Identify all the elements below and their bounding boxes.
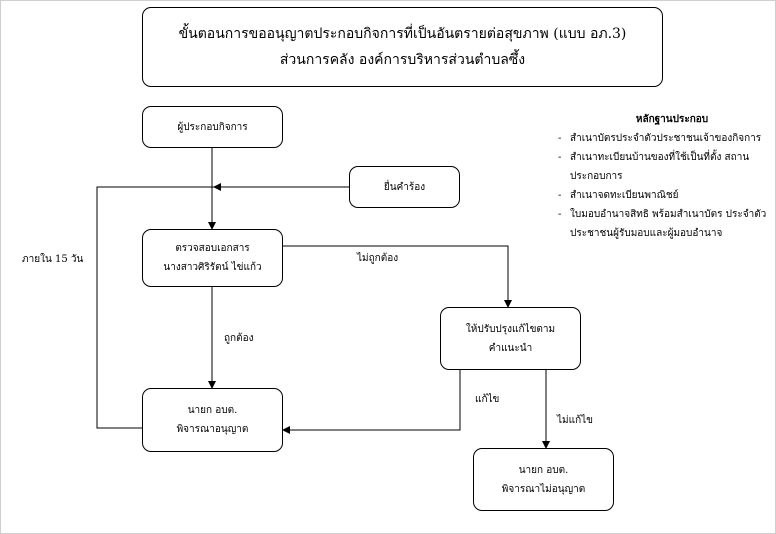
evidence-item: สำเนาบัตรประจำตัวประชาชนเจ้าของกิจการ	[556, 129, 768, 148]
node-check-documents: ตรวจสอบเอกสาร นางสาวศิริรัตน์ ไข่แก้ว	[142, 229, 283, 287]
label-not-fixed: ไม่แก้ไข	[557, 415, 593, 426]
node-operator: ผู้ประกอบกิจการ	[142, 106, 283, 148]
evidence-item: ใบมอบอำนาจสิทธิ พร้อมสำเนาบัตร ประจำตัวป…	[556, 205, 768, 243]
evidence-section: หลักฐานประกอบ สำเนาบัตรประจำตัวประชาชนเจ…	[556, 110, 768, 243]
title-box: ขั้นตอนการขออนุญาตประกอบกิจการที่เป็นอัน…	[142, 7, 663, 87]
label-incorrect: ไม่ถูกต้อง	[357, 253, 399, 264]
node-submit-label: ยื่นคำร้อง	[383, 181, 426, 193]
arrow-fix-to-approve	[282, 370, 461, 434]
label-fixed: แก้ไข	[475, 394, 500, 405]
line-15-day-loop	[96, 186, 349, 429]
evidence-list: สำเนาบัตรประจำตัวประชาชนเจ้าของกิจการ สำ…	[556, 129, 768, 243]
node-deny-line-1: นายก อบต.	[518, 464, 569, 476]
title-line-2: ส่วนการคลัง องค์การบริหารส่วนตำบลซึ้ง	[279, 52, 526, 68]
node-check-line-1: ตรวจสอบเอกสาร	[175, 243, 250, 254]
node-deny: นายก อบต. พิจารณาไม่อนุญาต	[473, 448, 614, 511]
node-fix-advice: ให้ปรับปรุงแก้ไขตาม คำแนะนำ	[440, 307, 581, 370]
node-operator-label: ผู้ประกอบกิจการ	[177, 121, 248, 133]
evidence-item: สำเนาทะเบียนบ้านของที่ใช้เป็นที่ตั้ง สถา…	[556, 148, 768, 186]
node-approve: นายก อบต. พิจารณาอนุญาต	[142, 388, 283, 452]
node-submit: ยื่นคำร้อง	[349, 166, 460, 208]
arrow-check-to-fix	[283, 245, 512, 308]
evidence-title: หลักฐานประกอบ	[635, 114, 709, 125]
node-approve-line-1: นายก อบต.	[187, 405, 238, 416]
label-within-15-days: ภายใน 15 วัน	[22, 254, 84, 265]
node-fix-line-1: ให้ปรับปรุงแก้ไขตาม	[465, 323, 556, 335]
node-fix-line-2: คำแนะนำ	[488, 342, 533, 354]
evidence-item: สำเนาจดทะเบียนพาณิชย์	[556, 186, 768, 205]
title-line-1: ขั้นตอนการขออนุญาตประกอบกิจการที่เป็นอัน…	[178, 26, 627, 42]
node-check-line-2: นางสาวศิริรัตน์ ไข่แก้ว	[163, 262, 262, 273]
node-deny-line-2: พิจารณาไม่อนุญาต	[501, 483, 586, 495]
label-correct: ถูกต้อง	[224, 333, 254, 344]
node-approve-line-2: พิจารณาอนุญาต	[176, 424, 249, 435]
